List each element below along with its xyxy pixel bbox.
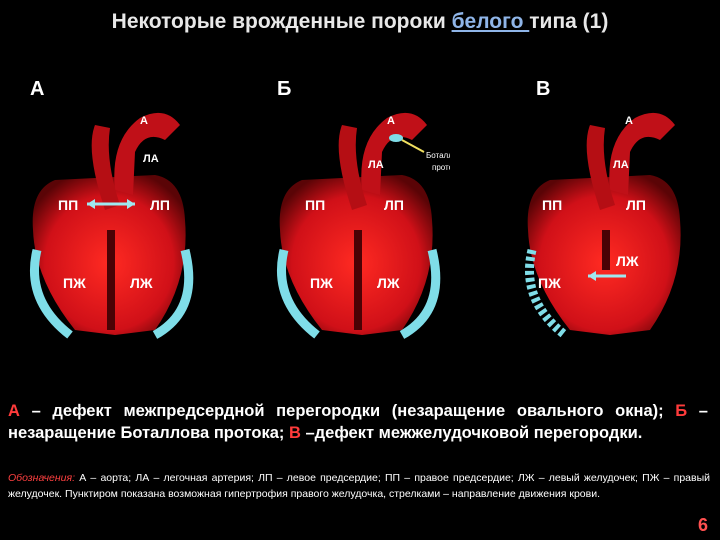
title-after: типа (1) [529, 10, 609, 33]
aorta-arch [114, 112, 180, 195]
label-pulmonary: ЛА [143, 153, 159, 165]
arrow-head [588, 271, 596, 281]
pulmonary-artery [91, 125, 120, 210]
right-ventricle-wall [30, 248, 73, 339]
right-ventricle-wall [525, 248, 568, 339]
desc-b-letter: Б [675, 402, 688, 420]
desc-c-text: –дефект межжелудочковой перегородки. [300, 424, 643, 442]
aorta-arch [361, 112, 427, 195]
label-aorta: А [140, 115, 148, 127]
label-pulmonary: ЛА [613, 159, 629, 171]
label-pulmonary: ЛА [368, 159, 384, 171]
legend-text: А – аорта; ЛА – легочная артерия; ЛП – л… [8, 472, 710, 500]
desc-b-text: – незаращение Боталлова протока; [8, 402, 708, 442]
label-right-atrium: ПП [542, 197, 562, 213]
label-right-ventricle: ПЖ [538, 275, 561, 291]
callout-line-2: проток [432, 163, 450, 172]
left-ventricle-wall [399, 248, 441, 339]
panel-b-letter: Б [277, 78, 292, 100]
aorta-arch [609, 112, 675, 195]
desc-a-text: – дефект межпредсердной перегородки (нез… [19, 402, 664, 420]
callout-line-1: Боталлов [426, 151, 450, 160]
label-left-atrium: ЛП [150, 197, 170, 213]
left-ventricle-wall [152, 248, 194, 339]
label-left-ventricle: ЛЖ [130, 275, 153, 291]
label-aorta: А [625, 115, 633, 127]
panel-a-letter: А [30, 78, 45, 100]
description: А – дефект межпредсердной перегородки (н… [8, 400, 708, 444]
right-ventricle-wall [277, 248, 320, 339]
pulmonary-artery [586, 125, 615, 210]
label-right-atrium: ПП [305, 197, 325, 213]
page-number: 6 [697, 515, 708, 535]
ductus-arteriosus [389, 134, 403, 142]
desc-a-letter: А [8, 402, 20, 420]
pulmonary-artery [338, 125, 367, 210]
callout-pointer [401, 139, 425, 153]
label-right-ventricle: ПЖ [63, 275, 86, 291]
panel-c-letter: В [536, 78, 551, 100]
title-underlined: белого [451, 10, 530, 33]
slide-title: Некоторые врожденные пороки белого типа … [0, 10, 720, 34]
label-left-atrium: ЛП [626, 197, 646, 213]
label-aorta: А [387, 115, 395, 127]
legend-label: Обозначения: [8, 472, 76, 484]
label-left-atrium: ЛП [384, 197, 404, 213]
heart-diagram-b: А ЛА ПП ЛП ПЖ ЛЖ Боталлов проток [262, 80, 462, 360]
desc-c-letter: В [289, 424, 301, 442]
title-before: Некоторые врожденные пороки [111, 10, 452, 33]
heart-diagram-a: А ЛА ПП ЛП ПЖ ЛЖ [15, 80, 203, 360]
label-right-atrium: ПП [58, 197, 78, 213]
label-left-ventricle: ЛЖ [377, 275, 400, 291]
legend: Обозначения: А – аорта; ЛА – легочная ар… [8, 470, 710, 502]
label-right-ventricle: ПЖ [310, 275, 333, 291]
label-left-ventricle: ЛЖ [616, 253, 639, 269]
heart-diagram-c: А ЛА ПП ЛП ПЖ ЛЖ [510, 80, 698, 360]
